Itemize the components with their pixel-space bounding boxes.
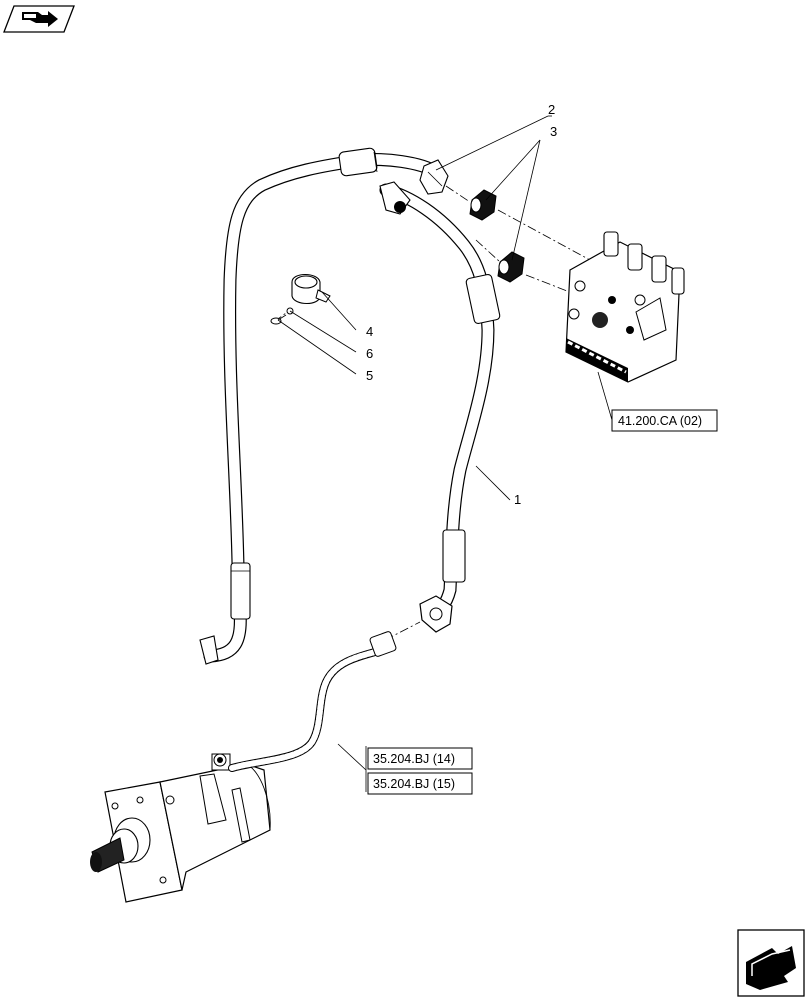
ref-steering-unit-label: 41.200.CA (02) bbox=[618, 414, 702, 428]
hydraulic-pump bbox=[90, 753, 271, 903]
callout-5: 5 bbox=[366, 368, 373, 383]
adapter-fitting-lower bbox=[497, 251, 525, 283]
adapter-fitting-upper bbox=[469, 189, 497, 221]
steering-unit bbox=[565, 231, 685, 383]
callout-1: 1 bbox=[514, 492, 521, 507]
ref-pump-a-label: 35.204.BJ (14) bbox=[373, 752, 455, 766]
hose-left bbox=[199, 147, 449, 665]
hose-clamp bbox=[291, 273, 331, 305]
pump-pipe bbox=[228, 631, 397, 772]
ref-pump-b-label: 35.204.BJ (15) bbox=[373, 777, 455, 791]
callout-3: 3 bbox=[550, 124, 557, 139]
next-page-arrow-icon[interactable] bbox=[737, 929, 805, 997]
hose-right bbox=[379, 181, 501, 633]
callout-6: 6 bbox=[366, 346, 373, 361]
callout-4: 4 bbox=[366, 324, 373, 339]
clamp-screw bbox=[270, 314, 287, 325]
book-arrow-icon[interactable] bbox=[3, 5, 75, 33]
callout-2: 2 bbox=[548, 102, 555, 117]
ref-pump-a[interactable]: 35.204.BJ (14) bbox=[367, 747, 473, 770]
ref-pump-b[interactable]: 35.204.BJ (15) bbox=[367, 772, 473, 795]
ref-steering-unit[interactable]: 41.200.CA (02) bbox=[611, 409, 718, 432]
